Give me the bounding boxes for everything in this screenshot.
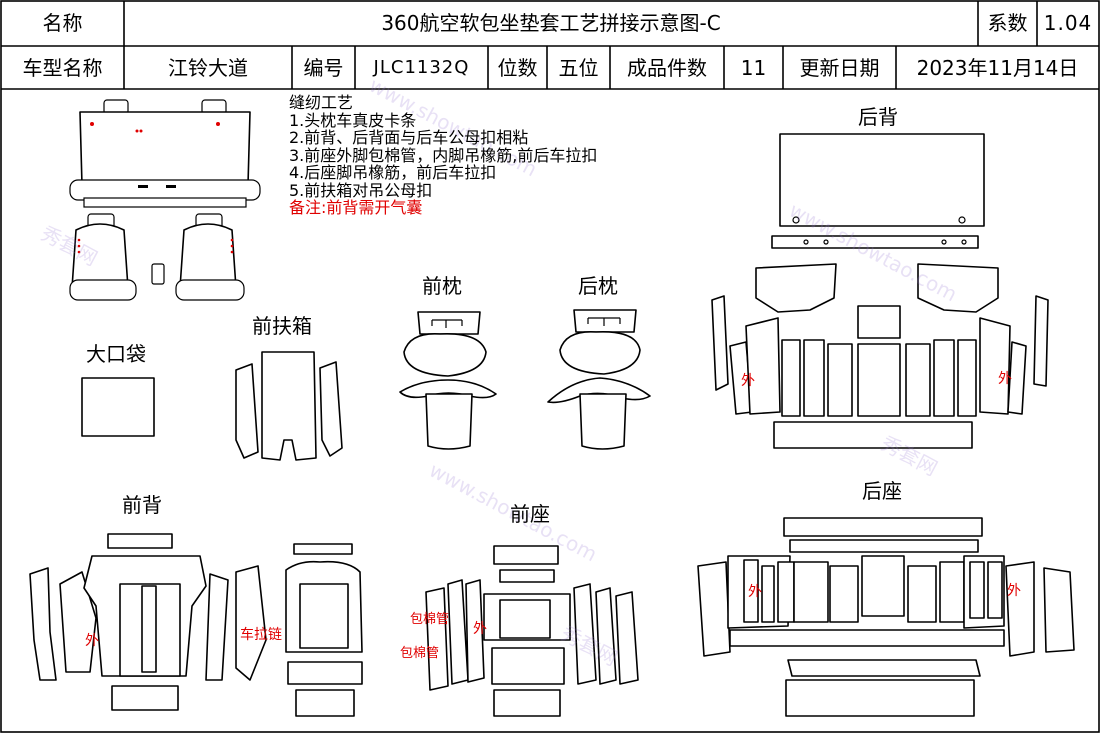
craft-notes: 缝纫工艺 1.头枕车真皮卡条 2.前背、后背面与后车公母扣相粘 3.前座外脚包棉… xyxy=(289,94,597,217)
craft-heading: 缝纫工艺 xyxy=(289,93,354,112)
rear-headrest-pieces xyxy=(547,309,651,450)
update-label: 更新日期 xyxy=(799,56,880,80)
outer-mark: 外 xyxy=(741,373,755,389)
pieces-label: 成品件数 xyxy=(627,56,707,80)
model-value: 江铃大道 xyxy=(168,56,248,80)
outer-mark: 外 xyxy=(473,621,487,637)
big-bag-piece xyxy=(81,377,155,437)
outer-mark: 外 xyxy=(85,633,99,649)
section-front-headrest: 前枕 xyxy=(422,274,462,298)
rear-seat-pieces xyxy=(697,517,1075,717)
seats-label: 位数 xyxy=(497,56,538,80)
rear-back-pieces xyxy=(711,133,1049,449)
sheet-title: 360航空软包坐垫套工艺拼接示意图-C xyxy=(381,11,721,35)
craft-step: 5.前扶箱对吊公母扣 xyxy=(289,180,433,200)
section-front-armrest: 前扶箱 xyxy=(252,314,312,338)
section-front-seat: 前座 xyxy=(510,502,550,526)
cotton-pipe-mark: 包棉管 xyxy=(410,612,450,627)
outer-mark: 外 xyxy=(748,584,762,600)
front-armrest-pieces xyxy=(235,351,343,461)
craft-step: 1.头枕车真皮卡条 xyxy=(289,110,417,130)
outer-mark: 外 xyxy=(1007,583,1021,599)
code-label: 编号 xyxy=(303,56,344,80)
car-zipper-mark: 车拉链 xyxy=(240,627,282,643)
front-back-pieces xyxy=(29,533,363,717)
coef-label: 系数 xyxy=(987,11,1028,35)
section-big-bag: 大口袋 xyxy=(86,342,146,366)
update-value: 2023年11月14日 xyxy=(916,56,1079,80)
coef-value: 1.04 xyxy=(1043,11,1093,35)
pieces-value: 11 xyxy=(740,56,767,80)
front-headrest-pieces xyxy=(399,311,497,450)
section-front-back: 前背 xyxy=(122,493,162,517)
section-rear-back: 后背 xyxy=(858,105,898,129)
code-value: JLC1132Q xyxy=(373,57,470,78)
craft-note: 备注:前背需开气囊 xyxy=(289,198,423,217)
section-rear-seat: 后座 xyxy=(862,479,902,503)
seats-value: 五位 xyxy=(558,56,599,80)
model-label: 车型名称 xyxy=(22,56,103,80)
craft-step: 2.前背、后背面与后车公母扣相粘 xyxy=(289,128,529,147)
craft-step: 4.后座脚吊橡筋，前后车拉扣 xyxy=(289,163,497,182)
section-rear-headrest: 后枕 xyxy=(578,274,618,298)
outer-mark: 外 xyxy=(998,371,1012,387)
cotton-pipe-mark: 包棉管 xyxy=(400,646,440,661)
craft-step: 3.前座外脚包棉管，内脚吊橡筋,前后车拉扣 xyxy=(289,145,598,165)
name-label: 名称 xyxy=(42,11,83,35)
front-seat-pieces xyxy=(425,545,639,717)
seat-overview xyxy=(69,99,261,301)
